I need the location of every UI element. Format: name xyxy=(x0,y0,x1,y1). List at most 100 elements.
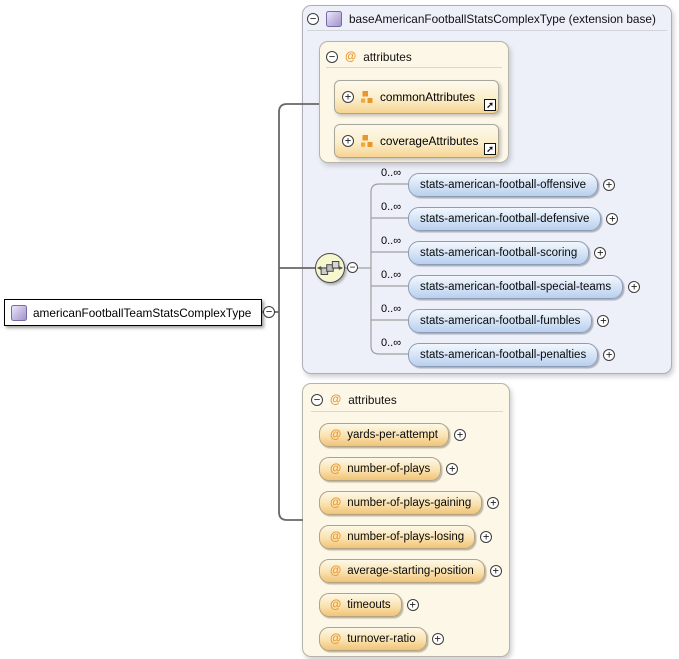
attribute-label: turnover-ratio xyxy=(347,633,416,645)
attribute-pill-turnover-ratio[interactable]: @ turnover-ratio xyxy=(319,627,427,651)
element-pill-stats-american-football-offensive[interactable]: stats-american-football-offensive xyxy=(408,173,598,197)
attribute-group-label: commonAttributes xyxy=(380,90,476,104)
expand-icon[interactable]: + xyxy=(594,247,607,259)
attribute-label: number-of-plays-gaining xyxy=(347,497,472,509)
element-label: stats-american-football-fumbles xyxy=(420,315,581,327)
sequence-compositor-icon[interactable] xyxy=(315,253,345,283)
expand-icon[interactable]: + xyxy=(406,599,419,611)
element-label: stats-american-football-defensive xyxy=(420,213,590,225)
complex-type-icon xyxy=(326,11,342,27)
root-complex-type-box[interactable]: americanFootballTeamStatsComplexType xyxy=(4,299,262,326)
element-row: stats-american-football-special-teams + xyxy=(408,275,641,299)
expand-icon[interactable]: + xyxy=(342,91,354,103)
complex-type-icon xyxy=(11,304,27,321)
attribute-label: number-of-plays xyxy=(347,463,431,475)
attribute-group-icon xyxy=(361,135,373,147)
attribute-at-icon: @ xyxy=(330,599,342,611)
cardinality-label: 0..∞ xyxy=(381,303,402,315)
element-row: stats-american-football-scoring + xyxy=(408,241,607,265)
expand-icon[interactable]: + xyxy=(489,565,502,577)
expand-icon[interactable]: + xyxy=(606,213,619,225)
attribute-group-label: coverageAttributes xyxy=(380,134,479,148)
attribute-at-icon: @ xyxy=(330,429,342,441)
extension-attributes-header: − @ attributes xyxy=(311,391,397,409)
goto-definition-icon[interactable]: ➚ xyxy=(484,143,496,155)
element-pill-stats-american-football-fumbles[interactable]: stats-american-football-fumbles xyxy=(408,309,593,333)
header-divider xyxy=(311,411,503,412)
expand-icon[interactable]: + xyxy=(628,281,641,293)
attribute-row: @ average-starting-position + xyxy=(319,559,502,583)
expand-icon[interactable]: + xyxy=(480,531,493,543)
element-row: stats-american-football-penalties + xyxy=(408,343,616,367)
attribute-at-icon: @ xyxy=(345,51,357,63)
attribute-row: @ yards-per-attempt + xyxy=(319,423,466,447)
attribute-label: timeouts xyxy=(347,599,391,611)
collapse-icon[interactable]: − xyxy=(311,394,323,406)
collapse-icon[interactable]: − xyxy=(307,13,319,25)
base-attributes-header: − @ attributes xyxy=(326,48,412,66)
expand-icon[interactable]: + xyxy=(603,349,616,361)
element-pill-stats-american-football-defensive[interactable]: stats-american-football-defensive xyxy=(408,207,602,231)
attribute-label: number-of-plays-losing xyxy=(347,531,465,543)
attribute-row: @ timeouts + xyxy=(319,593,419,617)
expand-icon[interactable]: + xyxy=(597,315,610,327)
attribute-at-icon: @ xyxy=(330,531,342,543)
attribute-group-icon xyxy=(361,91,373,103)
attribute-row: @ turnover-ratio + xyxy=(319,627,444,651)
expand-icon[interactable]: + xyxy=(602,179,615,191)
collapse-icon[interactable]: − xyxy=(326,51,338,63)
expand-icon[interactable]: + xyxy=(431,633,444,645)
element-pill-stats-american-football-penalties[interactable]: stats-american-football-penalties xyxy=(408,343,599,367)
attribute-label: average-starting-position xyxy=(347,565,474,577)
attribute-pill-number-of-plays[interactable]: @ number-of-plays xyxy=(319,457,442,481)
attribute-row: @ number-of-plays + xyxy=(319,457,459,481)
header-divider xyxy=(326,67,502,68)
element-row: stats-american-football-defensive + xyxy=(408,207,619,231)
element-label: stats-american-football-offensive xyxy=(420,179,586,191)
root-type-label: americanFootballTeamStatsComplexType xyxy=(33,305,252,320)
attribute-pill-average-starting-position[interactable]: @ average-starting-position xyxy=(319,559,485,583)
attribute-at-icon: @ xyxy=(330,565,342,577)
attribute-row: @ number-of-plays-losing + xyxy=(319,525,493,549)
attribute-at-icon: @ xyxy=(330,394,342,406)
expand-icon[interactable]: + xyxy=(453,429,466,441)
expand-icon[interactable]: + xyxy=(446,463,459,475)
attribute-at-icon: @ xyxy=(330,633,342,645)
extension-attributes-label: attributes xyxy=(348,393,397,407)
element-label: stats-american-football-scoring xyxy=(420,247,578,259)
attribute-at-icon: @ xyxy=(330,463,342,475)
expand-icon[interactable]: + xyxy=(487,497,500,509)
extension-base-panel: − baseAmericanFootballStatsComplexType (… xyxy=(302,5,672,374)
base-attributes-panel: − @ attributes + commonAttributes ➚ xyxy=(319,41,509,163)
cardinality-label: 0..∞ xyxy=(381,235,402,247)
attribute-group-row: + coverageAttributes ➚ xyxy=(334,124,499,158)
collapse-icon[interactable]: − xyxy=(347,262,358,273)
cardinality-label: 0..∞ xyxy=(381,337,402,349)
collapse-icon[interactable]: − xyxy=(263,306,275,318)
base-attributes-label: attributes xyxy=(363,50,412,64)
attribute-pill-yards-per-attempt[interactable]: @ yards-per-attempt xyxy=(319,423,449,447)
element-pill-stats-american-football-special-teams[interactable]: stats-american-football-special-teams xyxy=(408,275,624,299)
extension-base-title: baseAmericanFootballStatsComplexType (ex… xyxy=(349,12,656,26)
cardinality-label: 0..∞ xyxy=(381,167,402,179)
expand-icon[interactable]: + xyxy=(342,135,354,147)
goto-definition-icon[interactable]: ➚ xyxy=(484,99,496,111)
attribute-group-commonAttributes[interactable]: + commonAttributes ➚ xyxy=(334,80,499,114)
attribute-pill-number-of-plays-losing[interactable]: @ number-of-plays-losing xyxy=(319,525,476,549)
extension-base-header: − baseAmericanFootballStatsComplexType (… xyxy=(307,10,656,28)
attribute-row: @ number-of-plays-gaining + xyxy=(319,491,500,515)
attribute-group-coverageAttributes[interactable]: + coverageAttributes ➚ xyxy=(334,124,499,158)
cardinality-label: 0..∞ xyxy=(381,201,402,213)
attribute-group-row: + commonAttributes ➚ xyxy=(334,80,499,114)
attribute-pill-timeouts[interactable]: @ timeouts xyxy=(319,593,402,617)
attribute-pill-number-of-plays-gaining[interactable]: @ number-of-plays-gaining xyxy=(319,491,483,515)
element-row: stats-american-football-fumbles + xyxy=(408,309,610,333)
attribute-label: yards-per-attempt xyxy=(347,429,438,441)
element-label: stats-american-football-special-teams xyxy=(420,281,612,293)
header-divider xyxy=(307,30,667,31)
attribute-at-icon: @ xyxy=(330,497,342,509)
extension-attributes-panel: − @ attributes @ yards-per-attempt + @ n… xyxy=(302,383,510,657)
element-pill-stats-american-football-scoring[interactable]: stats-american-football-scoring xyxy=(408,241,590,265)
